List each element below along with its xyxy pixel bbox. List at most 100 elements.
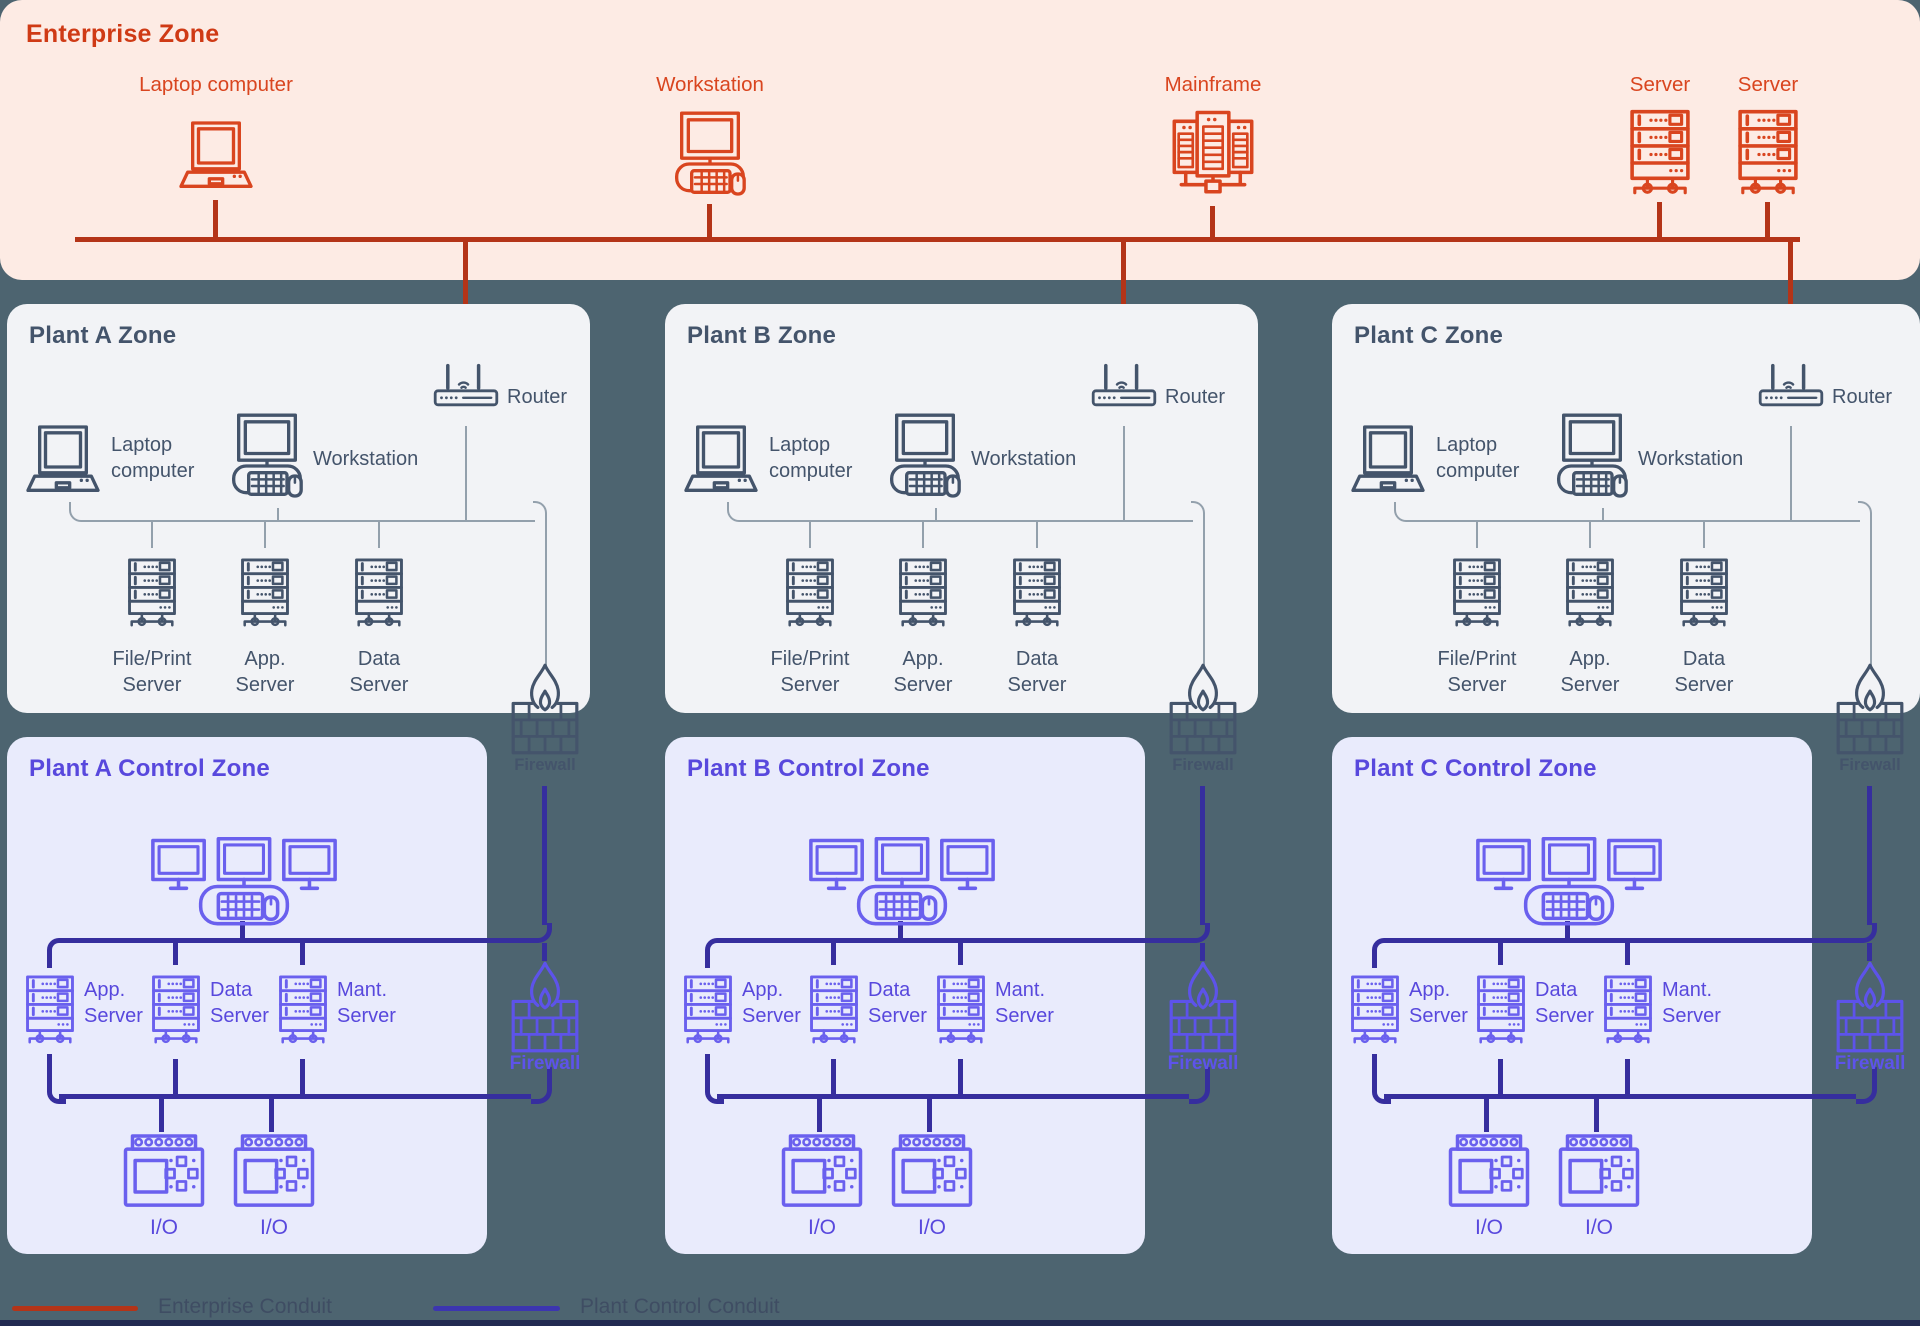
device-label: Laptop computer	[139, 73, 293, 96]
server-label: App. Server	[235, 648, 295, 696]
plant-control-conduit	[1625, 938, 1630, 965]
mainframe-icon	[1169, 100, 1257, 206]
plant-control-bus	[1384, 1094, 1856, 1099]
legend-plant-control-conduit-label: Plant Control Conduit	[580, 1295, 780, 1318]
io-module-icon	[1557, 1131, 1641, 1211]
workstation-icon	[227, 404, 307, 508]
plant-control-bus	[1384, 938, 1856, 943]
io-label: I/O	[149, 1216, 178, 1239]
enterprise-conduit-drop	[1121, 237, 1126, 351]
network-line	[465, 426, 467, 520]
plant-control-conduit	[240, 921, 245, 938]
io-label: I/O	[1474, 1216, 1503, 1239]
plant-a-zone: Plant A Zone Router Laptop computer Work…	[7, 304, 590, 774]
plant-control-conduit	[159, 1099, 164, 1132]
server-icon	[1561, 546, 1619, 642]
server-label: File/Print Server	[112, 648, 192, 696]
network-line	[935, 508, 937, 520]
plant-control-conduit	[531, 923, 552, 943]
plant-control-conduit	[531, 1067, 552, 1104]
firewall-icon	[510, 662, 580, 756]
firewall-icon	[1168, 960, 1238, 1054]
network-line	[1858, 501, 1872, 666]
plant-b-zone: Plant B Zone Router Laptop computer Work…	[665, 304, 1258, 774]
enterprise-conduit-bus	[75, 237, 1800, 242]
plant-control-conduit	[1372, 938, 1391, 968]
plant-control-conduit	[47, 1054, 66, 1104]
firewall-icon	[510, 960, 580, 1054]
plant-control-bus	[59, 938, 531, 943]
firewall-label: Firewall	[1167, 1053, 1239, 1074]
server-label: File/Print Server	[1437, 648, 1517, 696]
server-label: Data Server	[1674, 648, 1734, 696]
enterprise-link-line	[1210, 206, 1215, 237]
server-label: Data Server	[210, 979, 269, 1027]
network-line	[264, 520, 266, 548]
device-label: Server	[1737, 73, 1799, 96]
plant-control-bus	[717, 938, 1189, 943]
network-line	[1476, 520, 1478, 548]
network-line	[277, 508, 279, 520]
plant-control-conduit	[47, 938, 66, 968]
plant-control-conduit	[898, 921, 903, 938]
plant-control-bus	[717, 1094, 1189, 1099]
plant-control-conduit	[1867, 786, 1872, 925]
network-line	[809, 520, 811, 548]
server-icon	[123, 546, 181, 642]
plant-control-conduit	[1867, 943, 1872, 961]
router-label: Router	[1832, 386, 1893, 408]
plant-control-conduit	[1498, 1059, 1503, 1094]
plant-control-conduit	[817, 1099, 822, 1132]
io-module-icon	[780, 1131, 864, 1211]
network-line	[378, 520, 380, 548]
server-icon	[21, 963, 79, 1059]
server-label: Data Server	[1535, 979, 1594, 1027]
network-line	[69, 502, 535, 522]
io-module-icon	[122, 1131, 206, 1211]
laptop-icon	[1348, 422, 1428, 502]
workstation-icon	[885, 404, 965, 508]
server-icon	[679, 963, 737, 1059]
network-line	[1602, 508, 1604, 520]
io-module-icon	[232, 1131, 316, 1211]
plant-control-conduit	[1565, 921, 1570, 938]
firewall-label: Firewall	[1834, 1053, 1906, 1074]
plant-control-conduit	[1484, 1099, 1489, 1132]
io-label: I/O	[807, 1216, 836, 1239]
hmi-workstation-icon	[149, 837, 339, 929]
firewall-icon	[1835, 960, 1905, 1054]
plant-control-conduit	[1856, 1067, 1877, 1104]
network-line	[1036, 520, 1038, 548]
device-label: Server	[1629, 73, 1691, 96]
network-line	[151, 520, 153, 548]
server-icon	[781, 546, 839, 642]
plant-control-conduit	[831, 1059, 836, 1094]
server-icon	[1675, 546, 1733, 642]
workstation-label: Workstation	[313, 448, 419, 470]
zone-title: Plant C Zone	[1354, 322, 1504, 349]
io-module-icon	[890, 1131, 974, 1211]
server-label: App. Server	[742, 979, 801, 1027]
plant-control-conduit	[173, 1059, 178, 1094]
firewall-label: Firewall	[1839, 756, 1901, 774]
server-label: Data Server	[349, 648, 409, 696]
network-line	[1123, 426, 1125, 520]
io-module-icon	[1447, 1131, 1531, 1211]
plant-control-conduit	[1189, 1067, 1210, 1104]
zone-title: Plant C Control Zone	[1354, 755, 1597, 782]
router-icon	[1089, 350, 1159, 426]
enterprise-link-line	[1657, 202, 1662, 237]
plant-control-bus	[59, 1094, 531, 1099]
plant-control-conduit	[705, 938, 724, 968]
server-icon	[1448, 546, 1506, 642]
zone-title: Plant B Control Zone	[687, 755, 930, 782]
plant-control-conduit	[958, 938, 963, 965]
plant-control-conduit	[269, 1099, 274, 1132]
enterprise-link-line	[1765, 202, 1770, 237]
firewall-icon	[1835, 662, 1905, 756]
laptop-label: Laptop computer	[769, 434, 853, 482]
laptop-icon	[23, 422, 103, 502]
workstation-label: Workstation	[1638, 448, 1744, 470]
router-label: Router	[1165, 386, 1226, 408]
enterprise-link-line	[707, 204, 712, 237]
